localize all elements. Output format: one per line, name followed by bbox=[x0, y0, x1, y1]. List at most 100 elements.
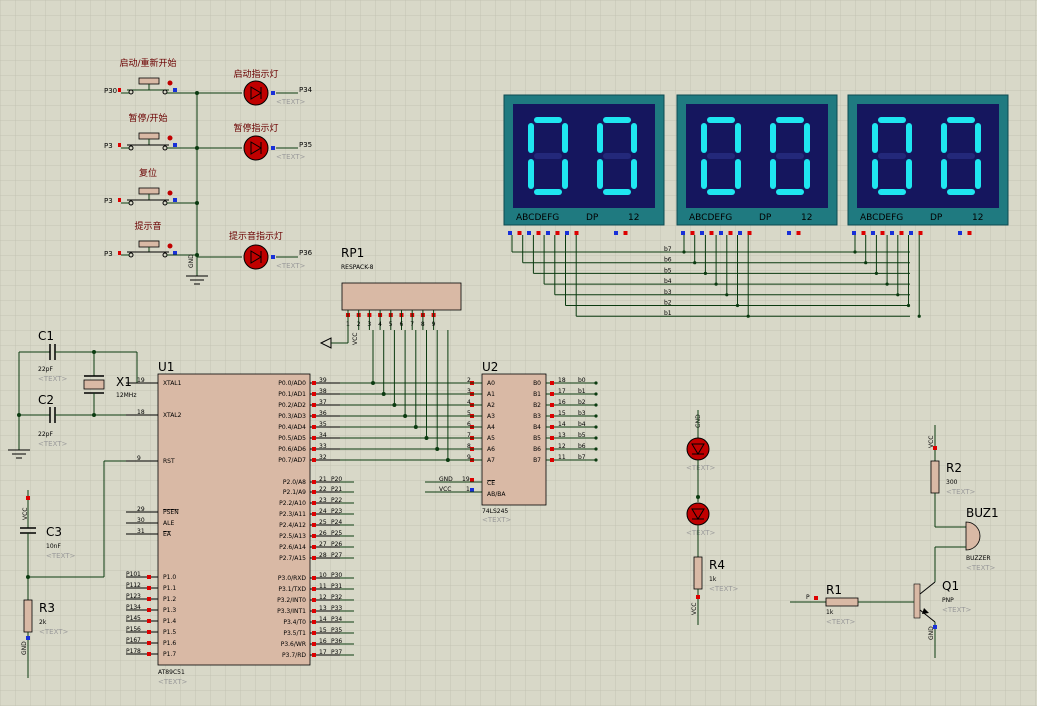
u1-pin-number: 12 bbox=[319, 594, 327, 601]
u1-pin-marker bbox=[147, 619, 151, 623]
bus-junction bbox=[885, 282, 889, 286]
u1-pin-name: P0.4/AD4 bbox=[278, 424, 306, 431]
display-num-label: 12 bbox=[628, 213, 639, 223]
u1-pin-name: P1.7 bbox=[163, 651, 176, 658]
r1-ref: R1 bbox=[826, 583, 842, 597]
u1-pin-number: 24 bbox=[319, 508, 327, 515]
u1-pin-marker bbox=[147, 586, 151, 590]
q1-text: <TEXT> bbox=[942, 606, 972, 614]
bus-junction bbox=[874, 271, 879, 275]
bus-label: b6 bbox=[664, 257, 672, 264]
c1-capacitor[interactable]: C1 22pF <TEXT> bbox=[19, 329, 137, 383]
display-pin bbox=[700, 231, 704, 235]
u1-pin-name: P0.1/AD1 bbox=[278, 391, 306, 398]
oscillator-circuit: C1 22pF <TEXT> C2 22pF <TEXT> X1 12MHz bbox=[8, 329, 158, 459]
u1-net-label: P13 bbox=[126, 604, 137, 611]
u2-net-label: b3 bbox=[578, 410, 586, 417]
buz1-buzzer[interactable]: BUZ1 BUZZER <TEXT> bbox=[965, 506, 999, 572]
u2-junction bbox=[594, 414, 598, 418]
u2-pin-name: A4 bbox=[487, 424, 495, 431]
u1-net-label: P37 bbox=[331, 649, 342, 656]
q1-ref: Q1 bbox=[942, 579, 959, 593]
u2-pin-name: A3 bbox=[487, 413, 495, 420]
display-dp-label: DP bbox=[930, 213, 943, 223]
u1-pin-name: XTAL2 bbox=[163, 412, 182, 419]
r3-resistor[interactable]: R3 2k <TEXT> GND bbox=[21, 599, 69, 678]
p0-junction bbox=[403, 414, 408, 418]
u2-pin-marker bbox=[550, 414, 554, 418]
rp1-vcc: VCC bbox=[352, 333, 359, 345]
u1-net-label: P20 bbox=[331, 476, 342, 483]
u1-pin-number: 4 bbox=[137, 604, 141, 611]
r3-text: <TEXT> bbox=[39, 628, 69, 636]
u2-pin-name: B6 bbox=[533, 446, 541, 453]
u1-pin-number: 19 bbox=[137, 377, 145, 384]
c3-capacitor[interactable]: C3 10nF <TEXT> bbox=[20, 525, 76, 560]
u1-pin-name: P0.7/AD7 bbox=[278, 457, 306, 464]
u1-pin-number: 37 bbox=[319, 399, 327, 406]
display-pin bbox=[623, 231, 628, 235]
led-start-port: P34 bbox=[299, 86, 313, 94]
u2-pin-name: A0 bbox=[487, 380, 495, 387]
display-pin bbox=[899, 231, 904, 235]
r4-text: <TEXT> bbox=[709, 585, 739, 593]
led-pause[interactable]: 暂停指示灯 <TEXT> P35 bbox=[197, 122, 312, 161]
u2-pin-name: B4 bbox=[533, 424, 541, 431]
bus-junction bbox=[735, 303, 740, 308]
button-pause[interactable]: 暂停/开始 P3 bbox=[104, 112, 197, 151]
u2-pin-number: 5 bbox=[467, 410, 471, 417]
r1-text: <TEXT> bbox=[826, 618, 856, 626]
r3-ref: R3 bbox=[39, 601, 55, 615]
rp1-pin-label: 6 bbox=[400, 321, 404, 328]
led-start[interactable]: 启动指示灯 <TEXT> P34 bbox=[197, 68, 313, 106]
r3-value: 2k bbox=[39, 619, 47, 626]
u1-pin-number: 9 bbox=[137, 455, 141, 462]
u2-pin-number: 18 bbox=[558, 377, 566, 384]
button-reset-port: P3 bbox=[104, 197, 113, 205]
rp1-pin-label: 2 bbox=[357, 321, 361, 328]
button-reset[interactable]: 复位 P3 bbox=[104, 167, 197, 206]
u1-net-label: P15 bbox=[126, 626, 137, 633]
button-start[interactable]: 启动/重新开始 P30 bbox=[104, 57, 197, 95]
u1-pin-marker bbox=[147, 641, 151, 645]
u1-pin-name: P0.6/AD6 bbox=[278, 446, 306, 453]
bus-junction bbox=[682, 250, 686, 254]
display-pin bbox=[738, 231, 742, 235]
rp1-pin-label: 5 bbox=[389, 321, 393, 328]
u1-pin-number: 28 bbox=[319, 552, 327, 559]
button-beep[interactable]: 提示音 P3 bbox=[104, 220, 197, 258]
c2-ref: C2 bbox=[38, 393, 54, 407]
q1-transistor[interactable]: Q1 PNP <TEXT> bbox=[913, 579, 972, 623]
u2-pin-name: B3 bbox=[533, 413, 541, 420]
u2-net-label: b7 bbox=[578, 454, 586, 461]
rp1-pin-label: 4 bbox=[378, 321, 382, 328]
u1-net-label: P25 bbox=[331, 530, 342, 537]
u2-pin-name: B7 bbox=[533, 457, 541, 464]
u1-pin-number: 14 bbox=[319, 616, 327, 623]
r4-value: 1k bbox=[709, 576, 717, 583]
display-pin bbox=[747, 231, 752, 235]
led-chain-text-2: <TEXT> bbox=[686, 529, 716, 537]
led-beep[interactable]: 提示音指示灯 <TEXT> P36 bbox=[197, 230, 313, 270]
u1-pin-marker bbox=[312, 447, 316, 451]
u1-net-label: P27 bbox=[331, 552, 342, 559]
u2-pin-name: B1 bbox=[533, 391, 541, 398]
u1-pin-name: P1.2 bbox=[163, 596, 176, 603]
u1-pin-name: P0.3/AD3 bbox=[278, 413, 306, 420]
display-num-label: 12 bbox=[801, 213, 812, 223]
display-pin bbox=[719, 231, 723, 235]
display-pin bbox=[555, 231, 560, 235]
u1-pin-name: XTAL1 bbox=[163, 380, 182, 387]
r1-resistor[interactable]: R1 P 1k <TEXT> bbox=[790, 583, 914, 626]
u1-pin-number: 11 bbox=[319, 583, 327, 590]
x1-crystal[interactable]: X1 12MHz bbox=[83, 350, 136, 417]
button-pause-label: 暂停/开始 bbox=[128, 112, 167, 124]
r1-value: 1k bbox=[826, 609, 834, 616]
status-led-chain[interactable]: GND <TEXT> <TEXT> R4 1k <TEXT> VCC bbox=[686, 410, 739, 625]
u1-net-label: P26 bbox=[331, 541, 342, 548]
